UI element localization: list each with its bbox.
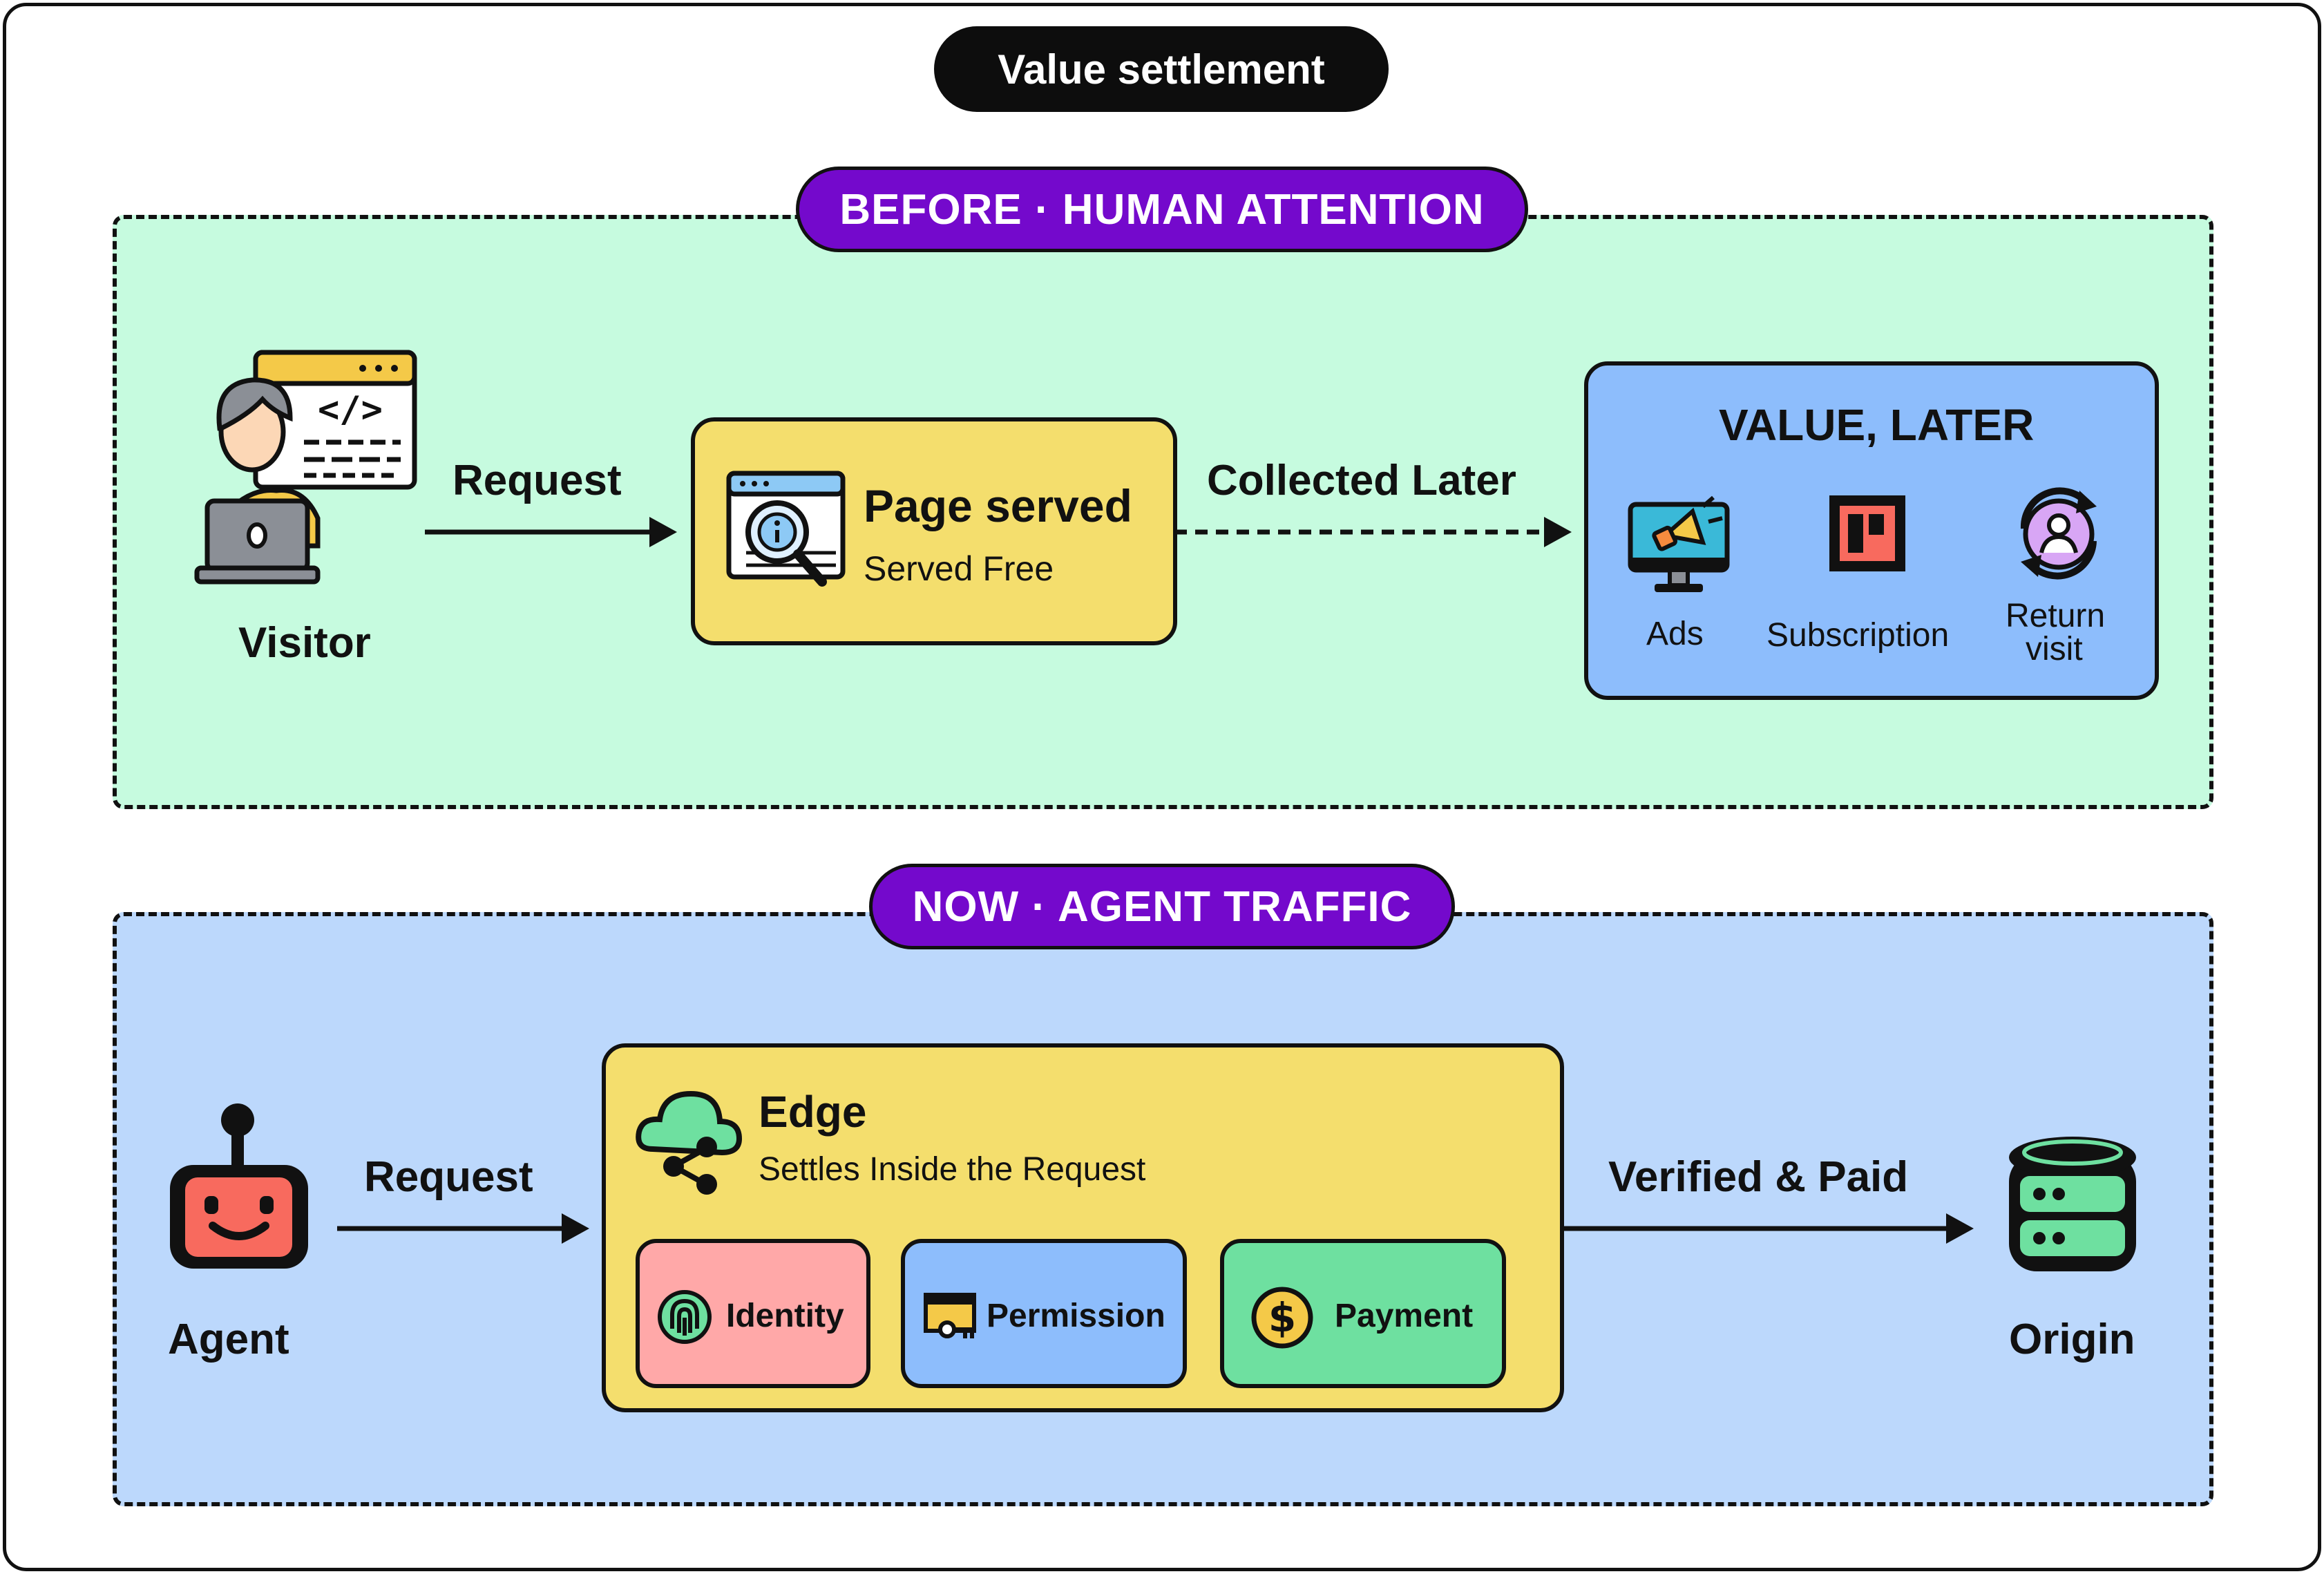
payment-chip-label: Payment: [1335, 1298, 1474, 1334]
before-request-label: Request: [453, 457, 622, 504]
now-section-tag: NOW · AGENT TRAFFIC: [869, 864, 1455, 949]
now-section-tag-text: NOW · AGENT TRAFFIC: [912, 882, 1412, 931]
diagram-title-text: Value settlement: [998, 46, 1325, 93]
visitor-label: Visitor: [238, 619, 371, 667]
page-served-subtitle: Served Free: [864, 549, 1054, 588]
value-item-return-label-line2: visit: [2026, 631, 2083, 667]
verified-paid-label: Verified & Paid: [1608, 1153, 1909, 1201]
before-section-tag: BEFORE · HUMAN ATTENTION: [796, 167, 1528, 252]
svg-text:$: $: [1268, 1294, 1296, 1341]
cloud-share-icon: [636, 1090, 743, 1195]
before-section-tag-text: BEFORE · HUMAN ATTENTION: [839, 185, 1485, 234]
window-key-icon: [924, 1293, 976, 1338]
agent-label: Agent: [168, 1316, 289, 1363]
ad-monitor-megaphone-icon: [1628, 495, 1730, 592]
visitor-developer-icon: </>: [194, 350, 417, 585]
return-visit-user-refresh-icon: [2020, 487, 2097, 580]
value-item-ads-label: Ads: [1646, 616, 1704, 652]
dollar-coin-icon: $: [1251, 1287, 1313, 1349]
collected-later-label: Collected Later: [1207, 457, 1516, 504]
permission-chip: Permission: [901, 1239, 1187, 1388]
value-later-title: VALUE, LATER: [1719, 400, 2035, 450]
value-item-subscription-label: Subscription: [1766, 617, 1950, 654]
payment-chip: $ Payment: [1220, 1239, 1506, 1388]
edge-subtitle: Settles Inside the Request: [759, 1151, 1146, 1188]
web-search-info-icon: [726, 471, 846, 587]
identity-chip-label: Identity: [726, 1298, 844, 1334]
fingerprint-icon: [658, 1290, 712, 1344]
now-request-label: Request: [364, 1153, 533, 1201]
page-served-title: Page served: [864, 480, 1132, 531]
diagram-title: Value settlement: [934, 26, 1389, 112]
verified-paid-arrow: [1563, 1213, 1974, 1244]
before-request-arrow: [425, 517, 677, 547]
agent-robot-icon: [170, 1103, 308, 1269]
svg-text:</>: </>: [318, 389, 383, 430]
edge-title: Edge: [759, 1087, 867, 1137]
value-item-return-label-line1: Return: [2006, 598, 2106, 634]
now-request-arrow: [337, 1213, 589, 1244]
collected-later-arrow: [1174, 517, 1572, 547]
origin-label: Origin: [2009, 1316, 2135, 1363]
permission-chip-label: Permission: [987, 1298, 1165, 1334]
identity-chip: Identity: [636, 1239, 870, 1388]
subscription-board-icon: [1829, 495, 1905, 571]
origin-database-icon: [2009, 1137, 2136, 1271]
